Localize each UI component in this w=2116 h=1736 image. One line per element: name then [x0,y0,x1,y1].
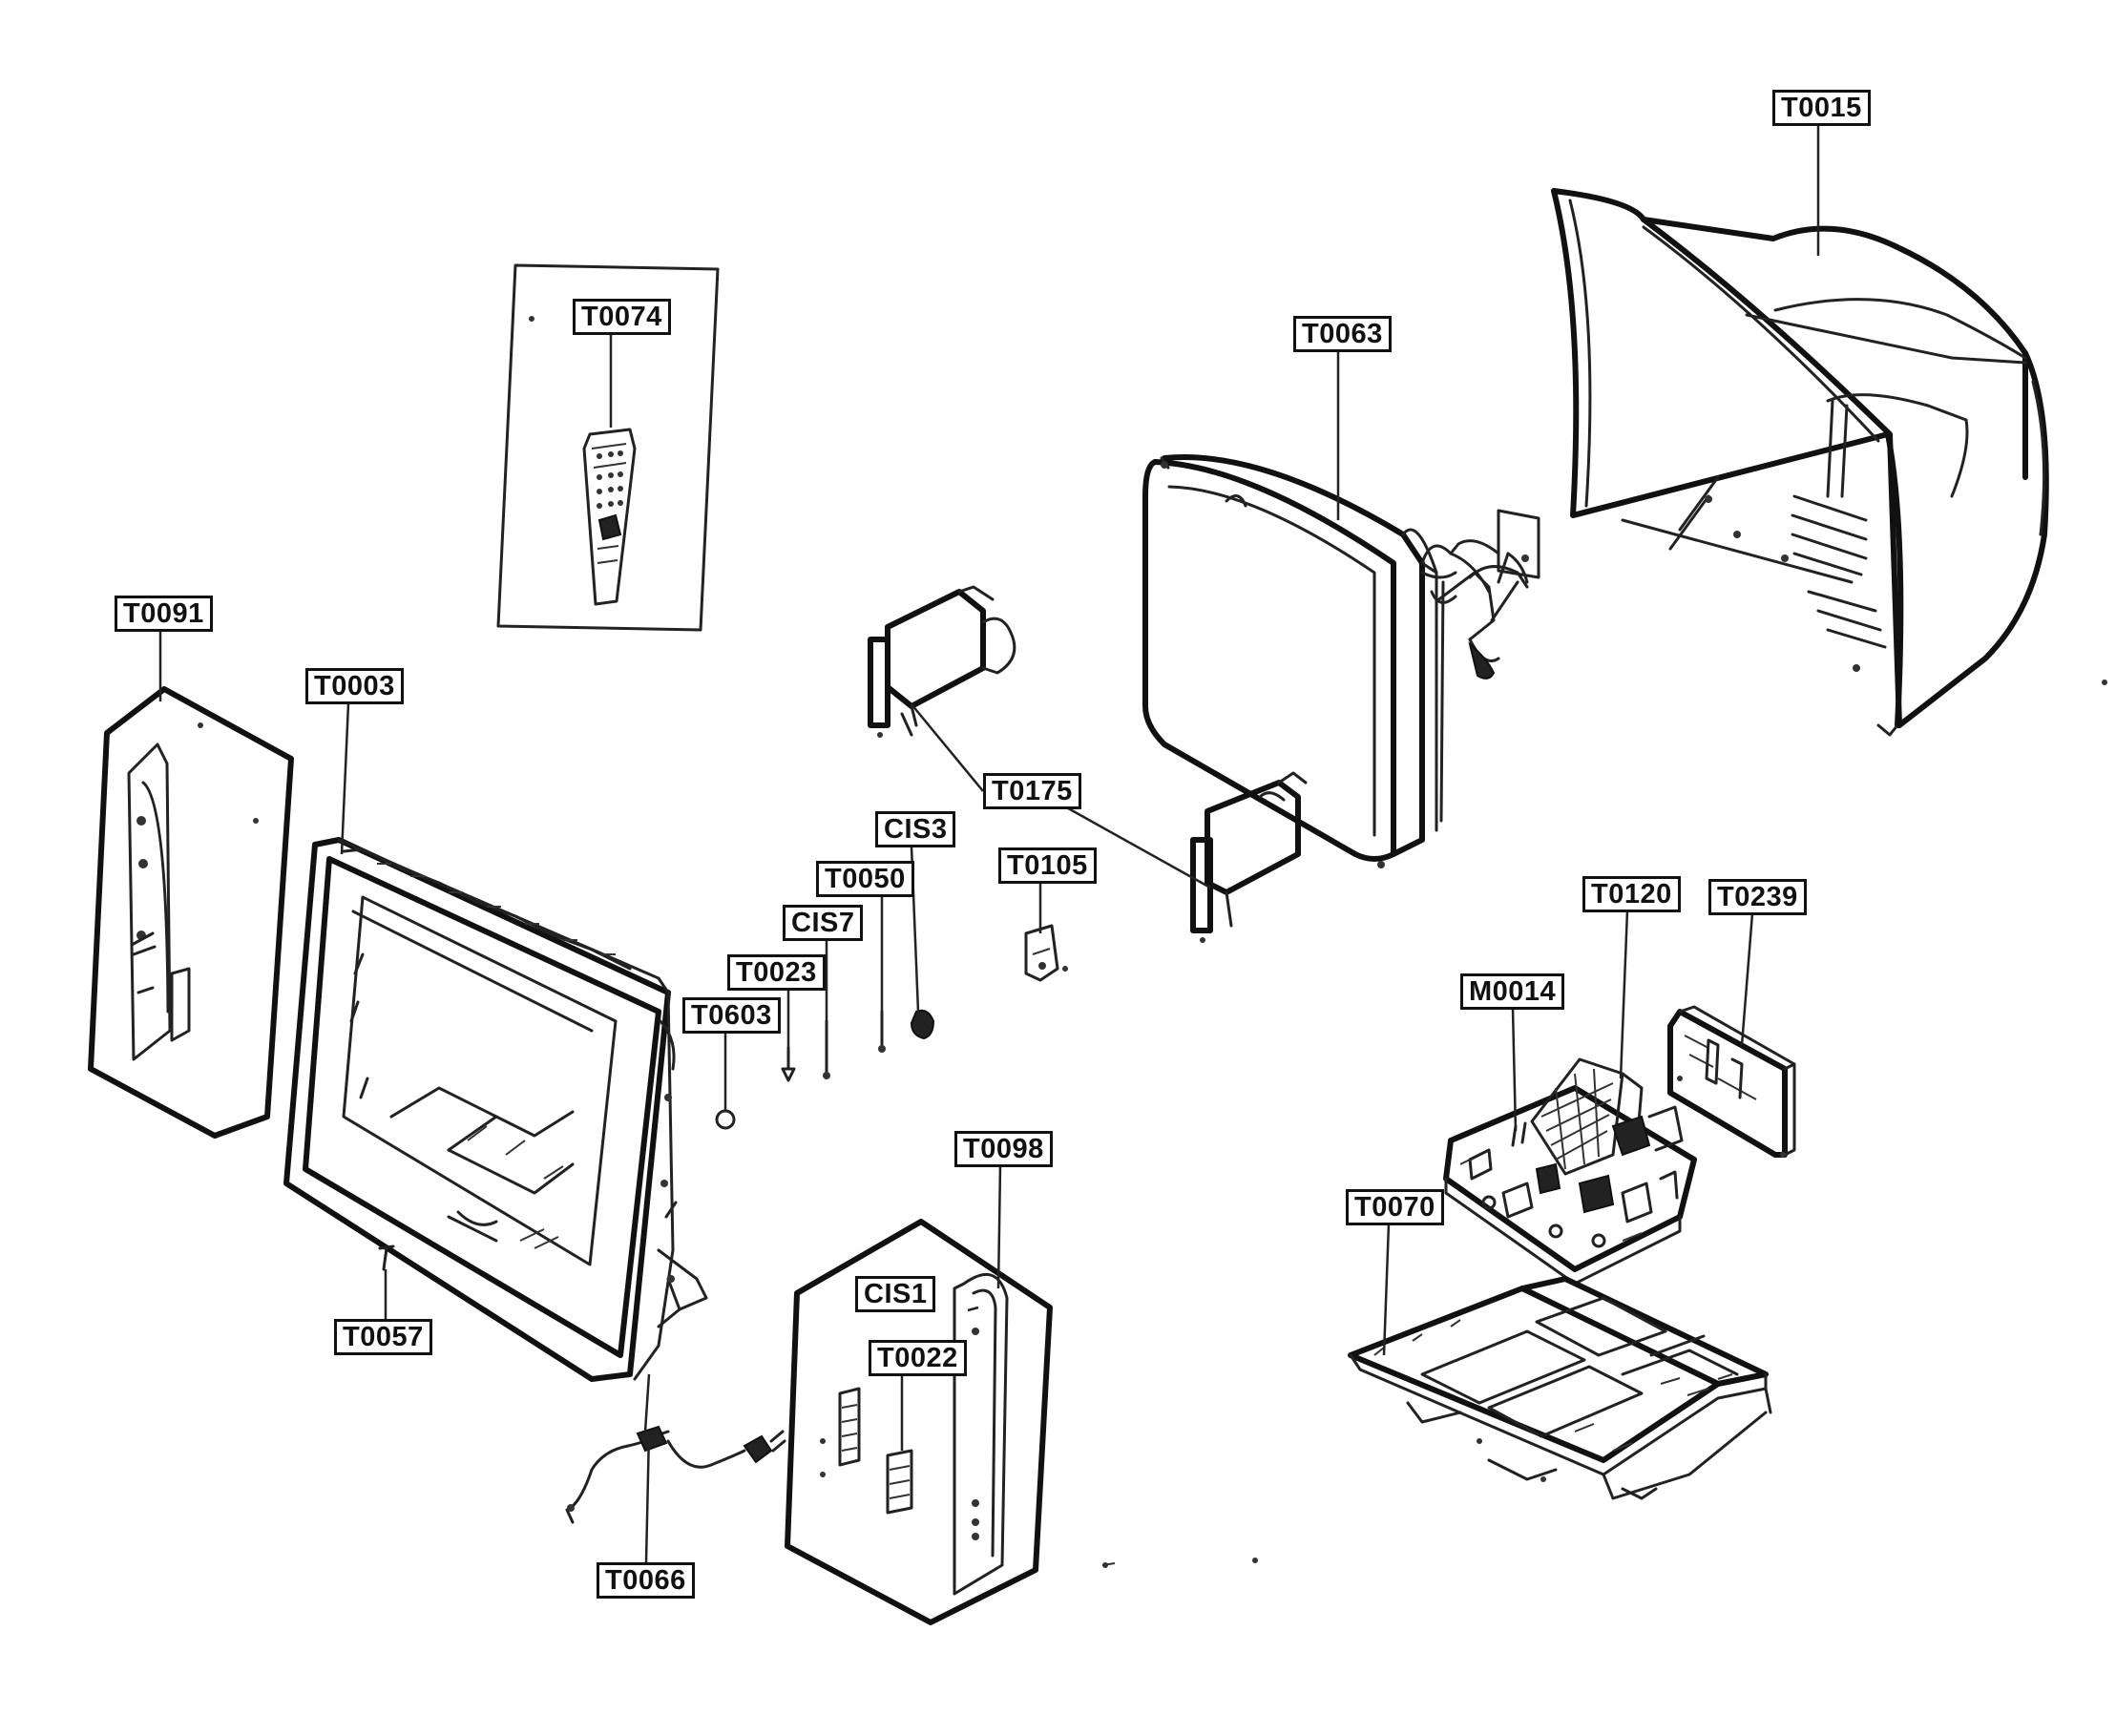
clip-drawing [1024,924,1068,982]
bracket-drawing [868,585,1308,943]
part-label-t0175: T0175 [983,773,1081,809]
left-side-panel-drawing [88,686,294,1139]
part-label-t0066: T0066 [597,1562,695,1599]
remote-control-drawing [496,263,720,632]
part-label-t0023: T0023 [727,954,826,991]
part-label-t0105: T0105 [998,847,1097,884]
front-bezel-drawing [283,837,708,1382]
bezel-screw-drawing [378,1244,395,1271]
part-label-t0603: T0603 [682,997,781,1034]
part-label-t0057: T0057 [334,1319,432,1355]
part-label-t0050: T0050 [816,861,914,897]
part-label-cis1: CIS1 [855,1276,936,1312]
part-label-m0014: M0014 [1460,973,1565,1010]
right-side-panel-drawing [785,1219,1053,1625]
part-label-t0022: T0022 [869,1340,967,1376]
main-board-drawing [1443,1057,1697,1286]
part-label-t0070: T0070 [1346,1189,1444,1225]
part-label-t0239: T0239 [1708,879,1807,915]
leader-lines [158,122,1820,1563]
part-label-t0003: T0003 [305,668,404,704]
part-label-t0074: T0074 [573,299,671,335]
chassis-drawing [1348,1276,1772,1500]
part-label-t0098: T0098 [954,1131,1053,1167]
part-label-t0091: T0091 [115,596,213,632]
part-label-t0015: T0015 [1772,90,1871,126]
back-cover-drawing [1551,188,2049,737]
part-label-t0120: T0120 [1582,876,1681,912]
part-label-cis3: CIS3 [875,811,956,847]
side-board-drawing [1667,1005,1796,1158]
part-label-cis7: CIS7 [783,905,864,941]
power-cord-drawing [565,1425,786,1524]
crt-tube-drawing [1142,454,1540,868]
part-label-t0063: T0063 [1293,316,1392,352]
